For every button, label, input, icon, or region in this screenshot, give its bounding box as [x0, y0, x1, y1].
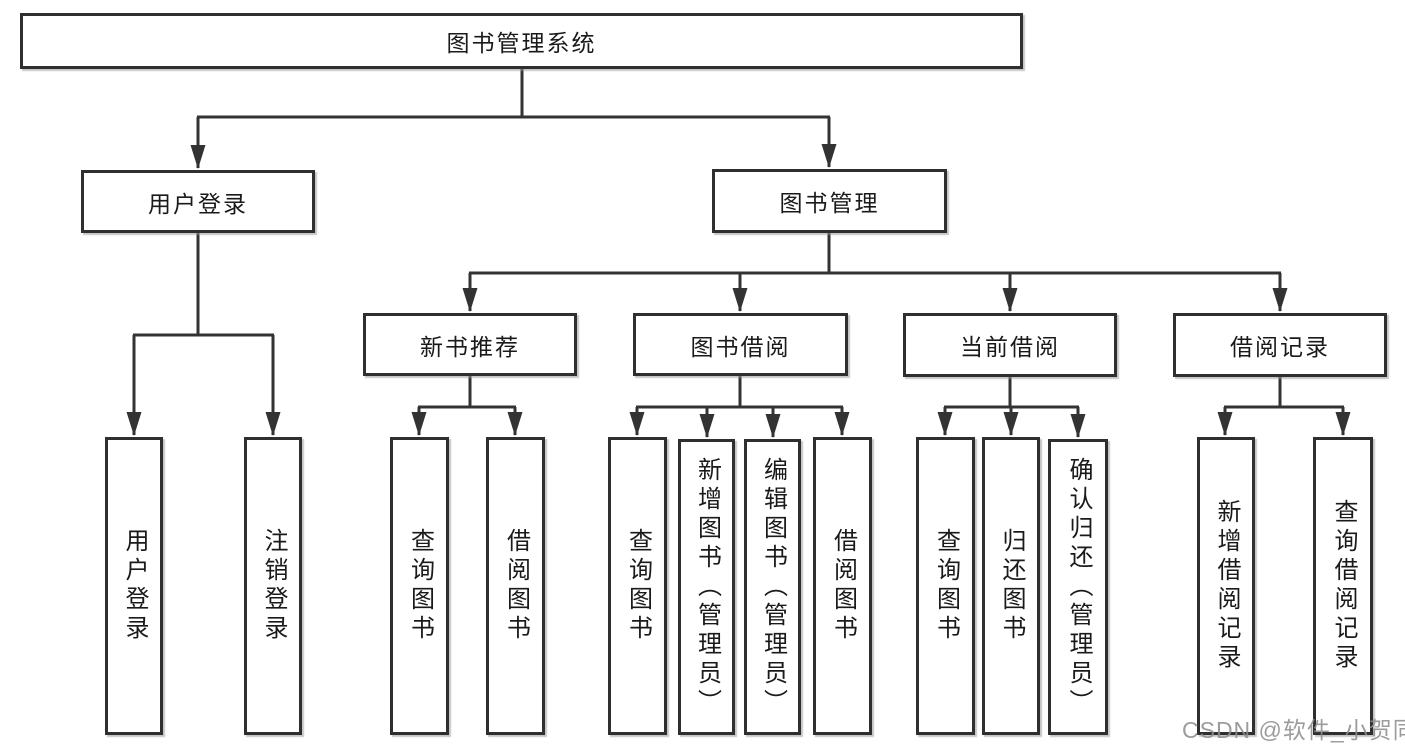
node-new-book-recommendation: 新书推荐: [363, 313, 577, 376]
node-label: 查询借阅记录: [1330, 499, 1357, 673]
node-user-login-leaf: 用户登录: [105, 437, 163, 735]
node-label: 新增借阅记录: [1213, 499, 1240, 673]
node-label: 图书管理: [779, 190, 880, 216]
node-user-login: 用户登录: [81, 170, 315, 233]
node-add-borrow-record: 新增借阅记录: [1197, 437, 1255, 735]
node-label: 借阅记录: [1230, 334, 1330, 360]
node-query-books: 查询图书: [390, 437, 449, 735]
node-add-books-admin: 新增图书（管理员）: [678, 439, 735, 735]
node-label: 查询图书: [406, 528, 434, 644]
node-label: 图书管理系统: [446, 30, 597, 56]
node-label: 归还图书: [998, 528, 1025, 644]
node-label: 图书借阅: [690, 333, 791, 360]
node-book-management: 图书管理: [712, 169, 947, 233]
node-borrow-books: 借阅图书: [813, 437, 872, 735]
node-edit-books-admin: 编辑图书（管理员）: [744, 439, 801, 735]
node-book-borrowing: 图书借阅: [633, 313, 848, 376]
node-borrowing-records: 借阅记录: [1173, 313, 1387, 377]
node-label: 用户登录: [121, 528, 148, 644]
node-label: 查询图书: [624, 528, 652, 644]
node-borrow-books: 借阅图书: [486, 437, 545, 735]
node-query-borrow-record: 查询借阅记录: [1313, 437, 1373, 735]
node-label: 新增图书（管理员）: [693, 456, 721, 718]
node-query-books: 查询图书: [608, 437, 667, 735]
node-confirm-return-admin: 确认归还（管理员）: [1048, 439, 1108, 735]
node-label: 用户登录: [148, 190, 248, 217]
node-library-management-system: 图书管理系统: [20, 13, 1023, 69]
node-return-books: 归还图书: [982, 437, 1040, 735]
node-label: 查询图书: [932, 528, 960, 644]
node-label: 新书推荐: [420, 333, 520, 360]
node-label: 借阅图书: [829, 528, 857, 644]
node-label: 当前借阅: [960, 334, 1060, 360]
node-current-borrowing: 当前借阅: [903, 313, 1117, 377]
csdn-watermark: CSDN @软件_小贺同学: [1182, 717, 1405, 743]
node-logout: 注销登录: [244, 437, 302, 735]
node-label: 确认归还（管理员）: [1065, 456, 1092, 718]
node-query-books: 查询图书: [916, 437, 975, 735]
node-label: 编辑图书（管理员）: [759, 456, 787, 718]
node-label: 注销登录: [260, 528, 287, 644]
node-label: 借阅图书: [502, 528, 530, 644]
